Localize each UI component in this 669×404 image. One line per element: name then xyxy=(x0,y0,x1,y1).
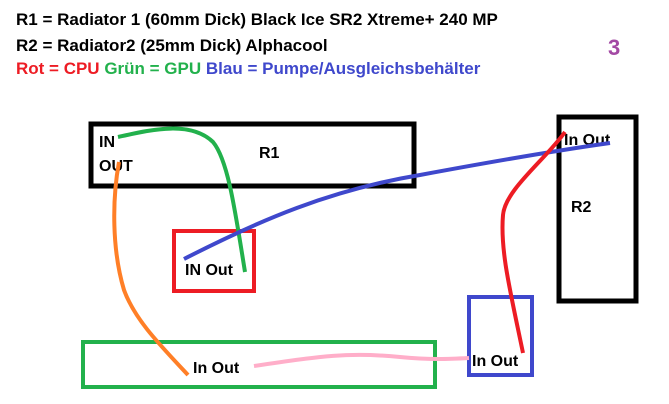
legend-green-gpu: Grün = GPU xyxy=(104,59,202,78)
gpu-ports-label: In Out xyxy=(193,360,240,377)
pump-box xyxy=(467,295,534,377)
tube-green xyxy=(117,126,247,273)
tube-red xyxy=(500,130,567,354)
tube-blue-r2-cpu xyxy=(183,141,611,261)
gpu-block-box xyxy=(81,340,437,389)
tube-orange xyxy=(112,161,190,377)
legend-r2: R2 = Radiator2 (25mm Dick) Alphacool xyxy=(16,36,328,55)
tube-pink xyxy=(253,352,470,368)
r2-name-label: R2 xyxy=(571,199,592,216)
legend-red-cpu: Rot = CPU xyxy=(16,59,100,78)
legend-r1: R1 = Radiator 1 (60mm Dick) Black Ice SR… xyxy=(16,10,498,29)
r1-in-label: IN xyxy=(99,134,115,151)
legend-blue-pump: Blau = Pumpe/Ausgleichsbehälter xyxy=(205,59,481,78)
r1-name-label: R1 xyxy=(259,145,280,162)
radiator-r1-box xyxy=(88,121,417,189)
pump-ports-label: In Out xyxy=(472,353,519,370)
cpu-block-box xyxy=(172,229,256,293)
legend-colors: Rot = CPU Grün = GPU Blau = Pumpe/Ausgle… xyxy=(16,59,480,79)
r1-out-label: OUT xyxy=(99,158,133,175)
page-number: 3 xyxy=(608,35,621,60)
cpu-ports-label: IN Out xyxy=(185,262,234,279)
radiator-r2-box xyxy=(556,114,639,304)
